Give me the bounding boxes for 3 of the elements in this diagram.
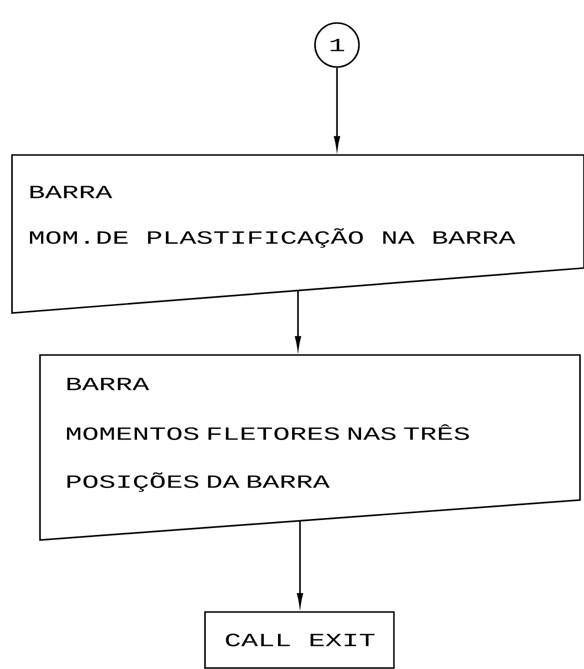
input-output-box: BARRA MOMENTOS FLETORES NAS TRÊS POSIÇÕES DA BARRA bbox=[39, 354, 581, 541]
process-box: CALL EXIT bbox=[204, 611, 395, 669]
input-output-box: BARRA MOM.DE PLASTIFICAÇÃO NA BARRA bbox=[11, 154, 584, 314]
